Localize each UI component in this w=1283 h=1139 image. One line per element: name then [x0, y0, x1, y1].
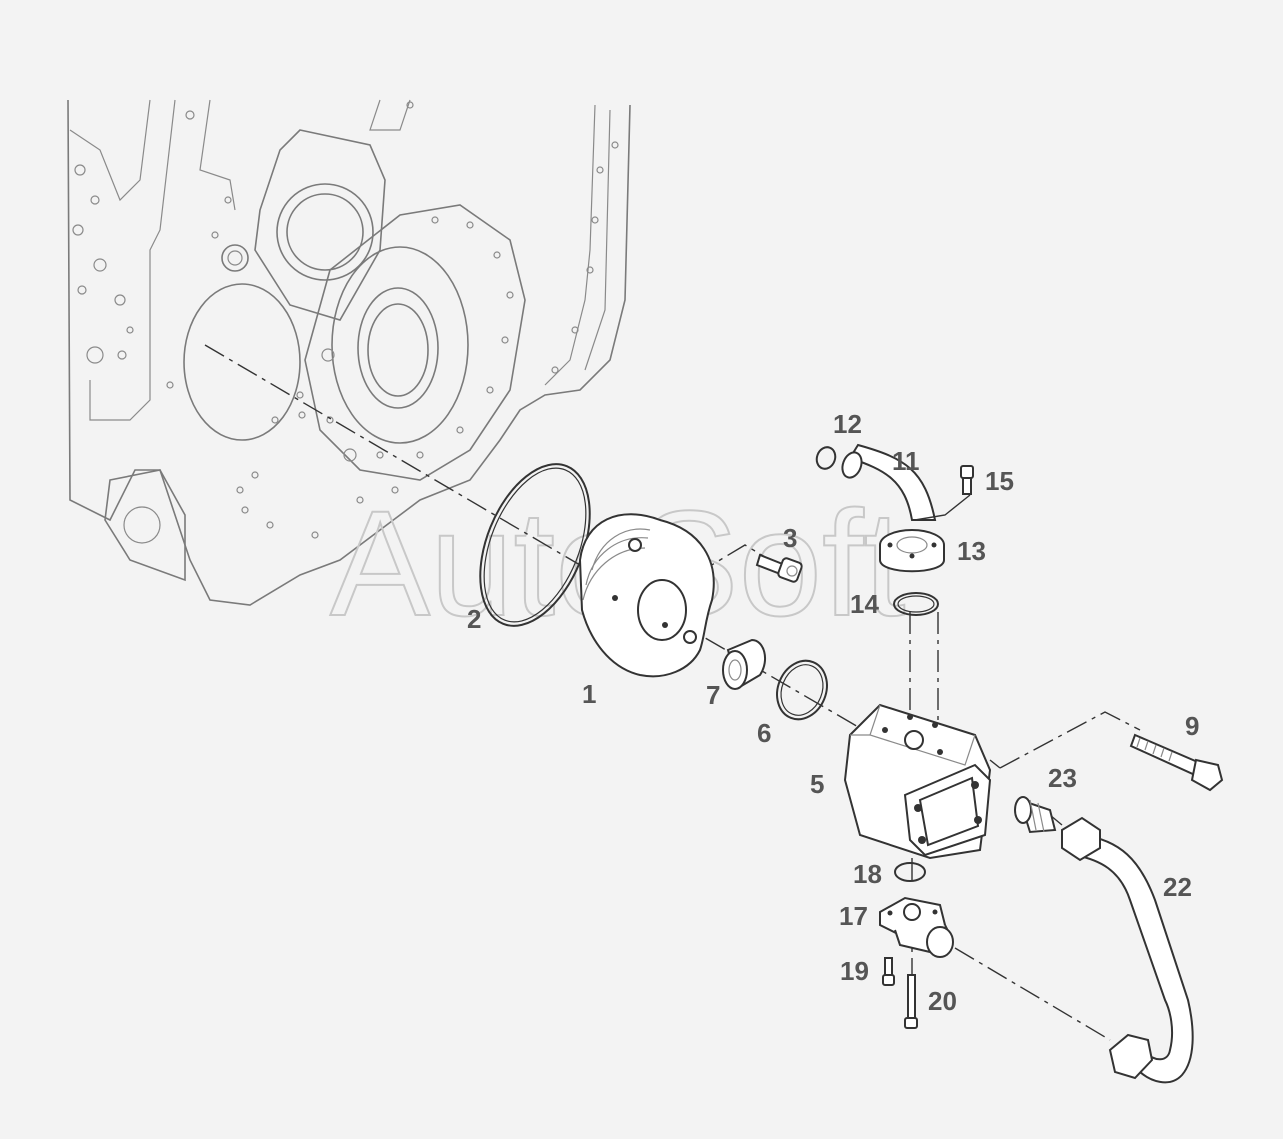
- part-5-pump-body: [843, 703, 992, 860]
- part-19-screw: [882, 957, 895, 986]
- part-23-fitting: [1014, 796, 1057, 834]
- callout-11: 11: [892, 446, 920, 476]
- callout-17: 17: [839, 901, 868, 931]
- callout-23: 23: [1048, 763, 1077, 793]
- leader-lines: [914, 494, 1001, 769]
- part-22-pipe: [1061, 816, 1194, 1084]
- part-14-o-ring: [893, 592, 939, 616]
- part-3-screw: [755, 553, 803, 583]
- part-1-pump-flange: [578, 513, 715, 678]
- part-20-screw: [904, 974, 918, 1029]
- callout-14: 14: [850, 589, 879, 619]
- part-12-o-ring: [815, 446, 837, 470]
- callout-22: 22: [1163, 872, 1192, 902]
- part-9-bolt: [1129, 733, 1224, 792]
- callout-20: 20: [928, 986, 957, 1016]
- callout-18: 18: [853, 859, 882, 889]
- part-6-o-ring: [776, 659, 828, 721]
- part-17-inlet-flange: [879, 896, 954, 958]
- part-15-screw: [960, 465, 974, 495]
- part-7-coupling: [722, 638, 767, 690]
- callout-1: 1: [582, 679, 596, 709]
- callout-3: 3: [783, 523, 797, 553]
- callout-15: 15: [985, 466, 1014, 496]
- callout-12: 12: [833, 409, 862, 439]
- callout-7: 7: [706, 680, 720, 710]
- part-11-elbow-pipe: [841, 443, 937, 521]
- callout-13: 13: [957, 536, 986, 566]
- callout-9: 9: [1185, 711, 1199, 741]
- callout-5: 5: [810, 769, 824, 799]
- part-13-flange: [879, 529, 945, 573]
- engine-housing: [67, 99, 631, 606]
- callout-labels: 1 2 3 5 6 7 9 11 12 13 14 15 17 18 19 20…: [467, 409, 1199, 1016]
- part-18-o-ring: [894, 862, 926, 882]
- callout-19: 19: [840, 956, 869, 986]
- callout-2: 2: [467, 604, 481, 634]
- callout-6: 6: [757, 718, 771, 748]
- assembly-centerlines: [204, 344, 1141, 1041]
